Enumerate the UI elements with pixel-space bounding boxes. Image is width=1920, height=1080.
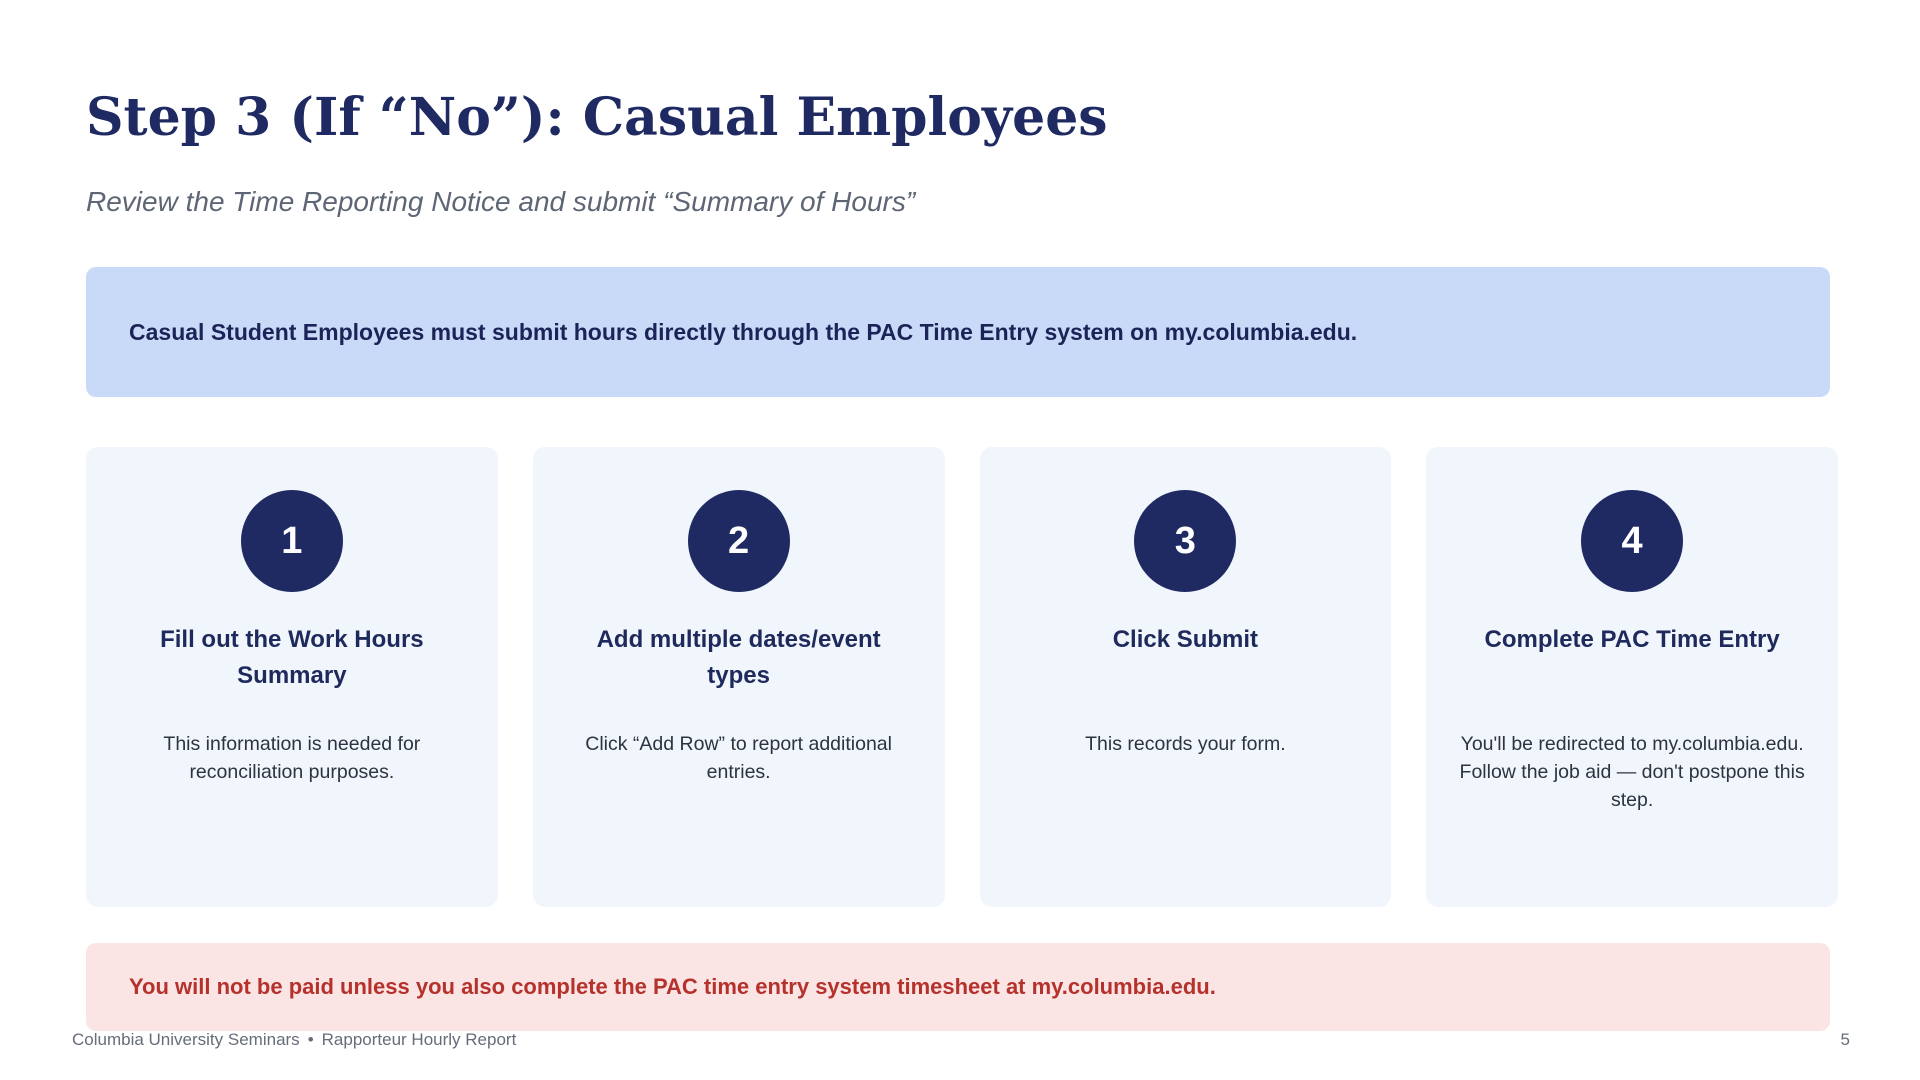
step-card-3: 3 Click Submit This records your form.: [979, 447, 1392, 907]
step-title: Add multiple dates/event types: [596, 626, 881, 689]
step-title: Complete PAC Time Entry: [1484, 626, 1780, 653]
footer-organization: Columbia University Seminars: [72, 1030, 300, 1049]
info-banner-text: Casual Student Employees must submit hou…: [129, 318, 1358, 345]
slide-title: Step 3 (If “No”): Casual Employees: [86, 87, 1108, 148]
step-title: Click Submit: [1112, 626, 1259, 653]
step-cards: 1 Fill out the Work Hours Summary This i…: [86, 447, 1838, 907]
step-card-1: 1 Fill out the Work Hours Summary This i…: [86, 447, 498, 907]
step-card-2: 2 Add multiple dates/event types Click “…: [532, 447, 945, 907]
step-number-badge: 2: [687, 490, 790, 592]
step-number-badge: 3: [1134, 490, 1237, 592]
warning-text: You will not be paid unless you also com…: [129, 974, 1216, 999]
footer: Columbia University Seminars • Rapporteur …: [72, 1028, 516, 1052]
page-number: 5: [1840, 1030, 1850, 1049]
step-description: This information is needed for reconcili…: [163, 733, 421, 783]
warning-banner: You will not be paid unless you also com…: [86, 943, 1830, 1031]
step-card-4: 4 Complete PAC Time Entry You'll be redi…: [1426, 447, 1838, 907]
step-number-badge: 1: [240, 490, 343, 592]
step-description: Click “Add Row” to report additional ent…: [585, 733, 892, 783]
step-number-badge: 4: [1581, 490, 1684, 592]
footer-document: Rapporteur Hourly Report: [321, 1030, 517, 1049]
footer-separator: •: [307, 1030, 314, 1049]
step-description: This records your form.: [1085, 733, 1286, 755]
info-banner: Casual Student Employees must submit hou…: [86, 267, 1830, 397]
slide-subtitle: Review the Time Reporting Notice and sub…: [86, 186, 916, 217]
step-title: Fill out the Work Hours Summary: [160, 626, 424, 689]
step-description: You'll be redirected to my.columbia.edu.…: [1459, 733, 1805, 811]
